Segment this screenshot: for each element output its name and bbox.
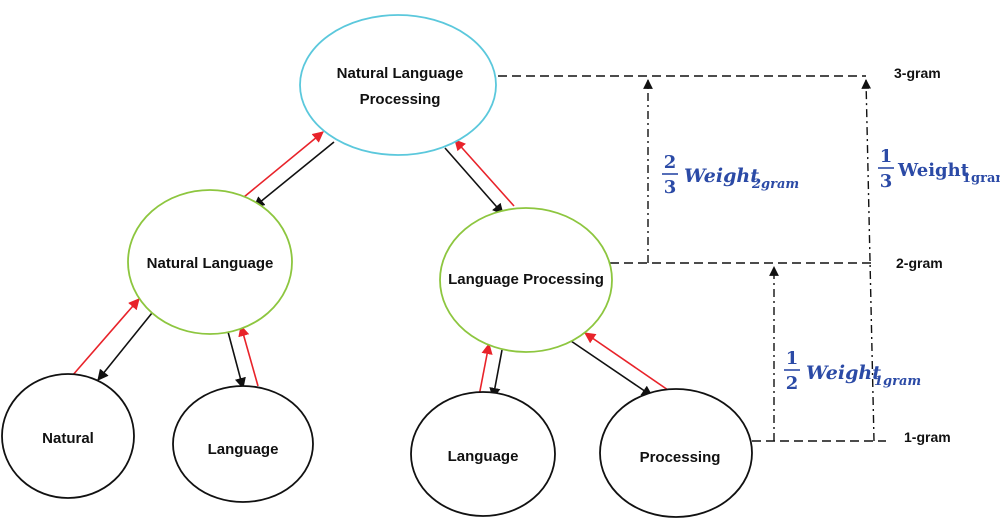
weight-two-thirds: 2 3 Weight 2gram — [662, 152, 799, 198]
weight-arrows — [643, 79, 875, 442]
node-processing-shape — [599, 388, 753, 518]
edge-down-natural-language-to-language — [226, 327, 246, 390]
node-processing: Processing — [599, 388, 753, 518]
node-language-left-shape — [172, 385, 314, 503]
edge-down-root-to-language-processing — [444, 147, 504, 215]
node-natural-label: Natural — [42, 430, 94, 447]
level-label-2gram: 2-gram — [896, 255, 943, 271]
weight-two-thirds-denominator: 3 — [664, 177, 677, 198]
node-natural-language: Natural Language — [127, 189, 293, 335]
weight-one-half: 1 2 Weight 1gram — [784, 348, 921, 394]
level-label-3gram: 3-gram — [894, 65, 941, 81]
arrow-one-third-weight — [861, 79, 875, 442]
weight-one-third-word: Weight — [897, 160, 970, 181]
node-root-label-line2: Processing — [360, 91, 441, 108]
level-labels: 3-gram 2-gram 1-gram — [894, 65, 951, 445]
weight-one-third: 1 3 Weight 1gram — [878, 146, 1000, 192]
weight-one-third-denominator: 3 — [880, 171, 893, 192]
node-language-processing-label: Language Processing — [448, 271, 604, 288]
node-root-label-line1: Natural Language — [337, 65, 464, 82]
edge-up-language-processing-to-root — [454, 139, 515, 207]
weight-one-half-subscript: 1gram — [874, 374, 921, 389]
node-language-right-label: Language — [448, 448, 519, 465]
weight-two-thirds-numerator: 2 — [664, 152, 677, 173]
weight-one-third-subscript: 1gram — [962, 171, 1000, 186]
node-root-shape — [299, 14, 497, 156]
edge-up-processing-to-language-processing — [584, 332, 669, 391]
weight-two-thirds-word: Weight — [684, 165, 759, 187]
weight-one-half-denominator: 2 — [786, 373, 799, 394]
node-natural-shape — [1, 373, 135, 499]
node-language-left: Language — [172, 385, 314, 503]
node-natural-language-shape — [127, 189, 293, 335]
edge-up-natural-language-to-root — [243, 131, 324, 198]
edge-down-natural-language-to-natural — [97, 312, 153, 381]
edge-down-language-processing-to-language — [489, 349, 503, 400]
node-language-processing-shape — [439, 207, 613, 353]
node-language-right: Language — [410, 391, 556, 517]
weight-one-half-word: Weight — [806, 362, 881, 384]
level-label-1gram: 1-gram — [904, 429, 951, 445]
node-language-right-shape — [410, 391, 556, 517]
edge-up-language-to-language-processing — [478, 342, 493, 397]
node-natural: Natural — [1, 373, 135, 499]
node-language-processing: Language Processing — [439, 207, 613, 353]
edges — [71, 131, 669, 400]
weight-one-third-numerator: 1 — [880, 146, 893, 167]
edge-down-language-processing-to-processing — [570, 340, 653, 397]
weight-one-half-numerator: 1 — [786, 348, 799, 369]
node-natural-language-label: Natural Language — [147, 255, 274, 272]
node-language-left-label: Language — [208, 441, 279, 458]
edge-up-language-to-natural-language — [238, 324, 259, 387]
edge-down-root-to-natural-language — [253, 141, 335, 208]
edge-up-natural-to-natural-language — [71, 298, 140, 377]
node-processing-label: Processing — [640, 449, 721, 466]
node-root: Natural Language Processing — [299, 14, 497, 156]
weight-two-thirds-subscript: 2gram — [751, 177, 799, 192]
